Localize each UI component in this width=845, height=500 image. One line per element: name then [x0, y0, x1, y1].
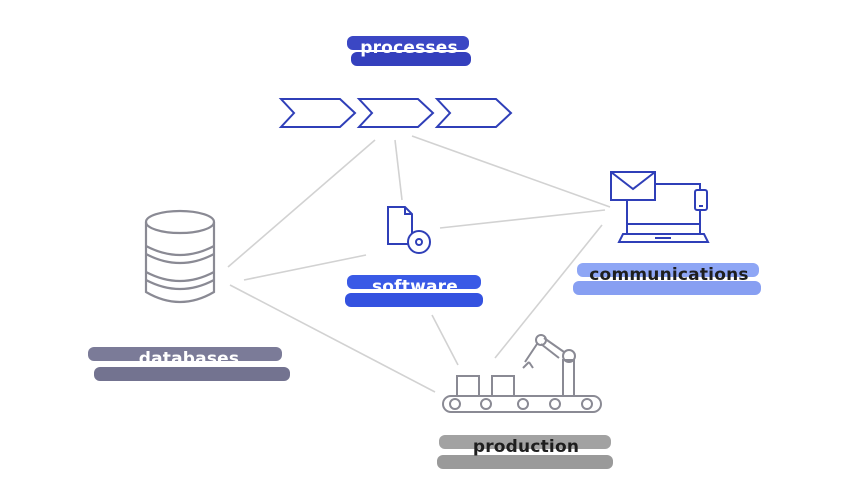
software-label: software	[345, 271, 485, 313]
databases-label: databases	[88, 343, 290, 387]
connector-databases-production	[229, 284, 436, 393]
processes-label: processes	[345, 32, 473, 72]
connector-processes-communications	[411, 135, 611, 208]
brush-stroke	[437, 455, 613, 469]
brush-stroke	[439, 435, 611, 449]
brush-stroke	[94, 367, 290, 381]
brush-stroke	[347, 275, 481, 289]
conveyor-robot-arm-icon	[442, 334, 602, 413]
databases-text: databases	[138, 349, 240, 369]
connector-processes-databases	[227, 139, 376, 268]
chevron-arrows-icon	[278, 98, 513, 128]
document-disc-icon	[387, 206, 431, 254]
connector-processes-software	[394, 139, 403, 201]
connector-databases-software	[243, 254, 367, 281]
processes-text: processes	[360, 38, 458, 58]
brush-stroke	[573, 281, 761, 295]
brush-stroke	[577, 263, 759, 277]
brush-stroke	[345, 293, 483, 307]
envelope-laptop-phone-icon	[610, 171, 710, 243]
connector-software-communications	[439, 209, 606, 229]
communications-label: communications	[573, 259, 765, 303]
production-text: production	[472, 437, 580, 457]
database-cylinder-icon	[144, 209, 216, 303]
production-label: production	[437, 431, 615, 475]
brush-stroke	[347, 36, 469, 50]
brush-stroke	[88, 347, 282, 361]
connector-software-production	[431, 314, 459, 366]
connector-communications-production	[494, 224, 603, 359]
communications-text: communications	[589, 265, 749, 285]
software-text: software	[371, 277, 458, 297]
brush-stroke	[351, 52, 471, 66]
